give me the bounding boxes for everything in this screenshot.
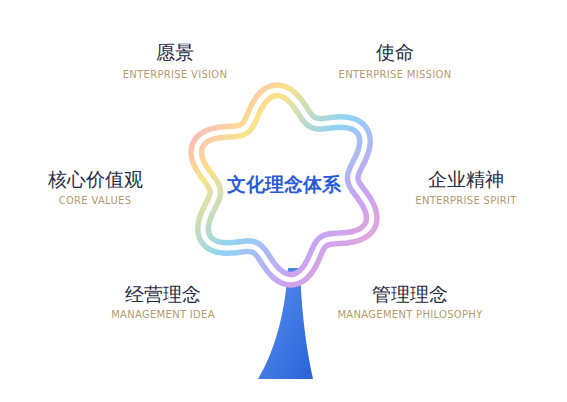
concept-heading: 管理理念 [372, 282, 448, 308]
concept-subtitle: MANAGEMENT IDEA [111, 309, 215, 320]
concept-subtitle: ENTERPRISE SPIRIT [415, 195, 516, 206]
concept-subtitle: MANAGEMENT PHILOSOPHY [337, 309, 482, 320]
flower-node: 文化理念体系 [178, 82, 390, 288]
concept-subtitle: CORE VALUES [59, 195, 132, 206]
flower-band-inner [196, 90, 371, 279]
concept-heading: 经营理念 [125, 282, 201, 308]
concept-heading: 愿景 [156, 40, 194, 66]
center-title: 文化理念体系 [227, 172, 341, 198]
concept-heading: 核心价值观 [48, 167, 143, 193]
concept-heading: 企业精神 [428, 167, 504, 193]
concept-subtitle: ENTERPRISE VISION [123, 69, 228, 80]
concept-heading: 使命 [376, 40, 414, 66]
concept-subtitle: ENTERPRISE MISSION [339, 69, 452, 80]
flower-band [196, 90, 371, 279]
